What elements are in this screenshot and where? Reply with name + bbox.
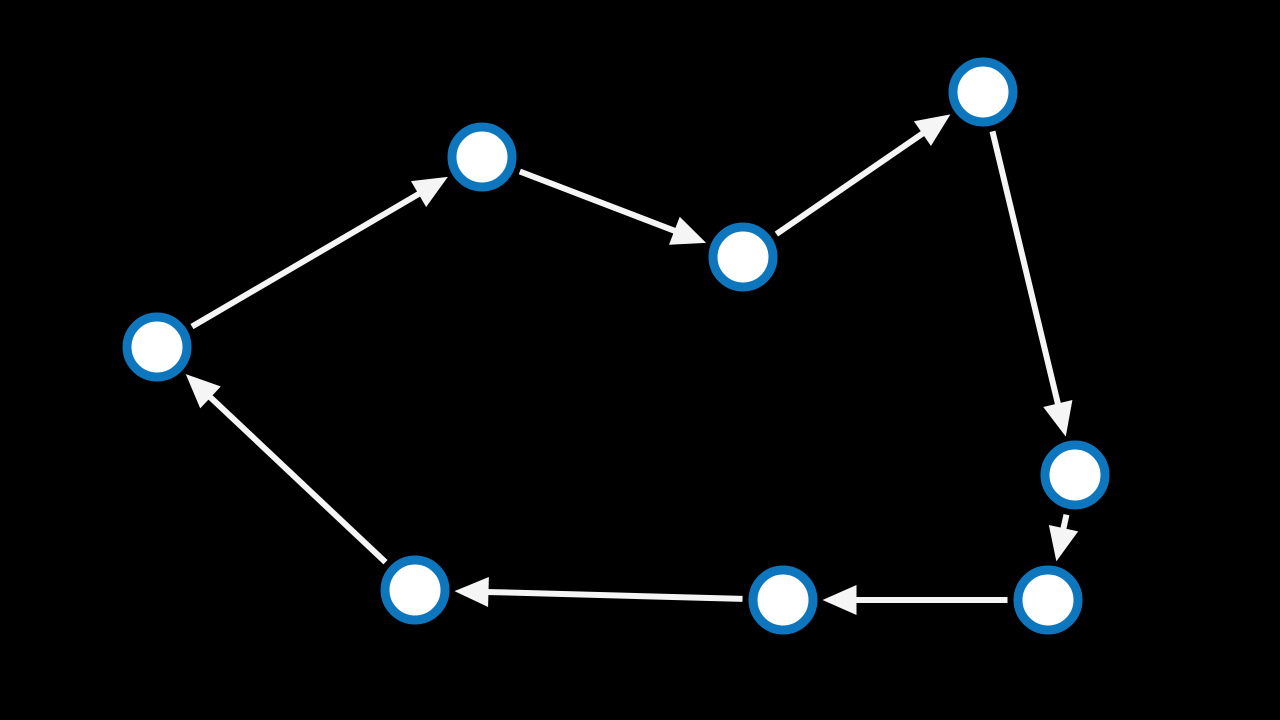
arrowhead-icon [185, 374, 221, 409]
graph-edge-n7-n8[interactable] [454, 577, 743, 607]
graph-node-upper-left[interactable] [447, 122, 517, 192]
edge-shaft [206, 393, 388, 565]
graph-node-top-right[interactable] [948, 57, 1018, 127]
edge-shaft [518, 168, 678, 235]
arrowhead-icon [1048, 524, 1079, 562]
arrowhead-icon [454, 577, 489, 607]
node-ring [708, 222, 778, 292]
arrowhead-icon [913, 114, 951, 147]
edges-layer [185, 114, 1079, 615]
node-ring [380, 555, 450, 625]
node-ring [748, 565, 818, 635]
graph-edge-n8-n1[interactable] [185, 374, 388, 565]
node-ring [1040, 440, 1110, 510]
graph-edge-n6-n7[interactable] [822, 585, 1008, 615]
edge-shaft [774, 130, 926, 237]
arrowhead-icon [1043, 400, 1073, 437]
arrowhead-icon [822, 585, 857, 615]
arrowhead-icon [668, 216, 707, 245]
edge-shaft [1060, 513, 1070, 531]
edge-shaft [486, 588, 743, 602]
arrowhead-icon [410, 176, 448, 208]
node-ring [447, 122, 517, 192]
graph-node-upper-middle[interactable] [708, 222, 778, 292]
nodes-layer [122, 57, 1110, 635]
graph-node-lower-middle[interactable] [748, 565, 818, 635]
graph-node-left[interactable] [122, 312, 192, 382]
graph-node-right[interactable] [1040, 440, 1110, 510]
graph-edge-n3-n4[interactable] [774, 114, 951, 237]
graph-edge-n5-n6[interactable] [1048, 513, 1079, 562]
node-ring [1013, 565, 1083, 635]
edge-shaft [190, 190, 422, 330]
node-ring [948, 57, 1018, 127]
graph-node-lower-left[interactable] [380, 555, 450, 625]
graph-edge-n1-n2[interactable] [190, 176, 448, 330]
graph-node-lower-right[interactable] [1013, 565, 1083, 635]
graph-edge-n4-n5[interactable] [989, 130, 1073, 437]
graph-edge-n2-n3[interactable] [518, 168, 707, 245]
node-ring [122, 312, 192, 382]
edge-shaft [989, 130, 1062, 407]
